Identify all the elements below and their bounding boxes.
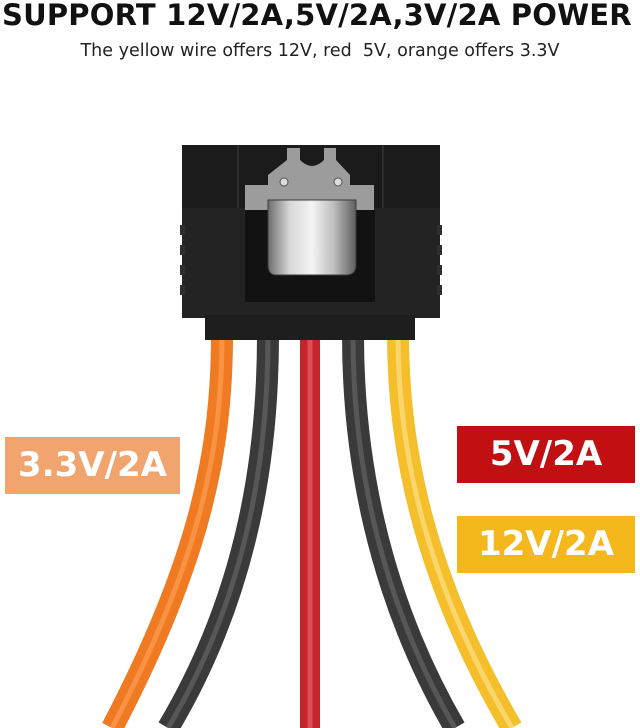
subheadline: The yellow wire offers 12V, red 5V, oran… [80,41,560,61]
label-5v-2a: 5V/2A [457,426,635,483]
label-3-3v-2a: 3.3V/2A [5,437,180,494]
label-12v-2a: 12V/2A [457,516,635,573]
sata-connector [180,145,442,340]
wire-bundle [102,334,522,728]
headline: SUPPORT 12V/2A,5V/2A,3V/2A POWER [2,0,632,32]
